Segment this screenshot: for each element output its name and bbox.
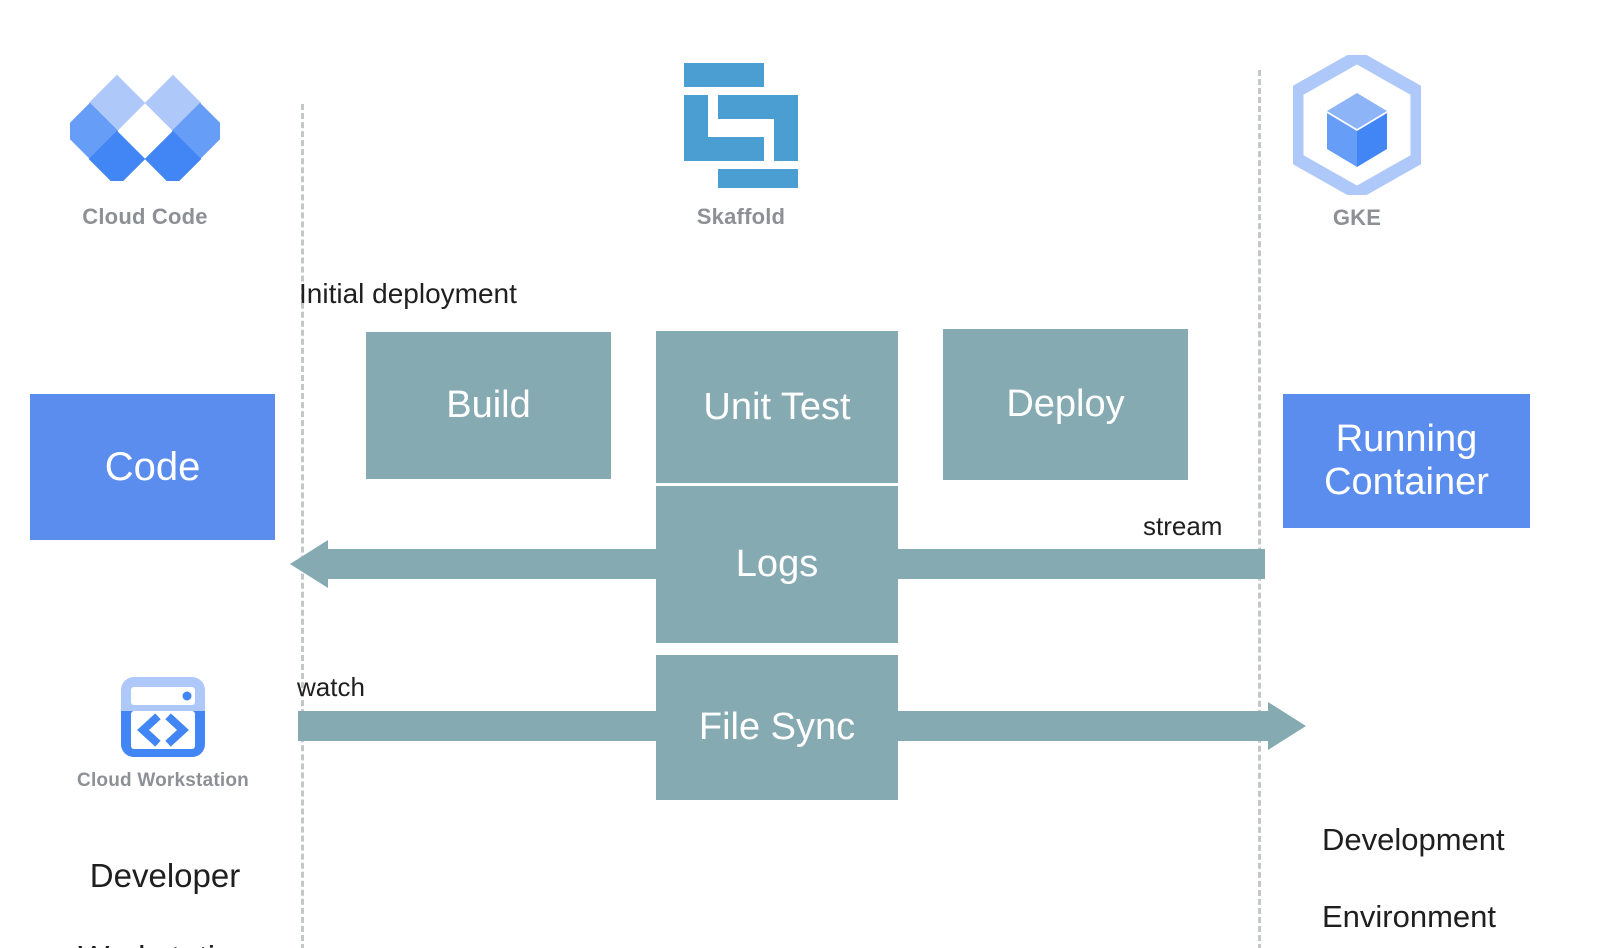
label-watch: watch <box>297 672 365 702</box>
box-unit-test-label: Unit Test <box>703 385 851 428</box>
label-developer-workstation-line1: Developer <box>89 856 241 894</box>
label-development-environment: Development Environment <box>1322 783 1600 937</box>
logo-group-cloud-workstation: Cloud Workstation <box>58 668 268 792</box>
label-development-environment-line1: Development <box>1322 822 1505 858</box>
boundary-line-left <box>301 104 304 948</box>
box-build-label: Build <box>446 384 531 427</box>
box-file-sync[interactable]: File Sync <box>656 655 898 800</box>
label-developer-workstation: Developer Workstation <box>50 815 280 948</box>
box-code-label: Code <box>104 444 201 489</box>
box-logs-label: Logs <box>735 543 819 586</box>
logo-caption-skaffold: Skaffold <box>696 204 786 229</box>
label-development-environment-line2: Environment <box>1322 899 1497 935</box>
logo-caption-gke: GKE <box>1332 205 1382 230</box>
logo-group-cloud-code: Cloud Code <box>40 60 250 230</box>
box-deploy[interactable]: Deploy <box>943 329 1188 480</box>
box-running-container[interactable]: Running Container <box>1283 394 1530 528</box>
box-build[interactable]: Build <box>366 332 611 479</box>
skaffold-s-icon <box>636 60 846 190</box>
label-stream: stream <box>1143 511 1223 541</box>
logo-caption-cloud-workstation: Cloud Workstation <box>77 770 249 791</box>
label-developer-workstation-line2: Workstation <box>78 939 252 948</box>
box-unit-test[interactable]: Unit Test <box>656 331 898 483</box>
logo-caption-cloud-code: Cloud Code <box>82 204 208 229</box>
box-running-container-line2: Container <box>1324 461 1489 503</box>
logo-group-gke: GKE <box>1252 55 1462 231</box>
box-logs[interactable]: Logs <box>656 486 898 643</box>
box-running-container-line1: Running <box>1335 418 1478 461</box>
cloud-workstation-code-window-icon <box>58 668 268 766</box>
box-deploy-label: Deploy <box>1006 383 1125 426</box>
box-file-sync-label: File Sync <box>698 706 856 749</box>
cloud-code-diamonds-icon <box>40 60 250 190</box>
boundary-line-right <box>1258 70 1261 948</box>
label-initial-deployment: Initial deployment <box>299 278 517 309</box>
box-running-container-label: Running Container <box>1324 418 1489 503</box>
box-code[interactable]: Code <box>30 394 275 540</box>
gke-hexagon-cube-icon <box>1252 55 1462 195</box>
logo-group-skaffold: Skaffold <box>636 60 846 230</box>
